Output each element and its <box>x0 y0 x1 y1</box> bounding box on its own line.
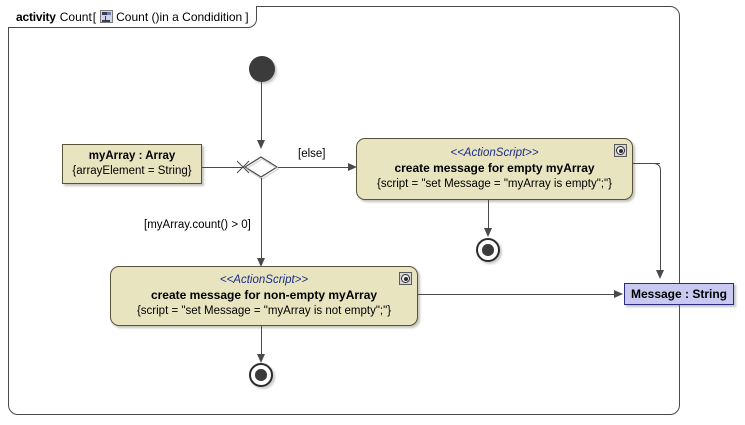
arrowhead-action-nonempty-to-pin <box>614 290 623 298</box>
edge-corner-action-empty <box>653 163 661 172</box>
arrowhead-decision-to-action-empty <box>348 163 357 171</box>
behavior-icon <box>399 272 412 285</box>
initial-node[interactable] <box>249 56 275 82</box>
arrowhead-initial-to-decision <box>257 140 265 149</box>
activity-frame-header: activity Count [ Count ()in a Condiditio… <box>8 6 257 28</box>
guard-label-count: [myArray.count() > 0] <box>144 219 251 231</box>
edge-action-empty-to-final <box>488 200 489 232</box>
action-script: {script = "set Message = "myArray is not… <box>136 305 392 317</box>
guard-label-else: [else] <box>298 148 326 160</box>
action-node-empty-myarray[interactable]: <<ActionScript>> create message for empt… <box>356 138 633 200</box>
arrowhead-action-empty-to-pin <box>656 270 664 279</box>
arrowhead-action-empty-to-final <box>484 228 492 237</box>
activity-frame <box>8 6 680 415</box>
object-node-property: {arrayElement = String} <box>72 165 192 177</box>
edge-initial-to-decision <box>261 82 262 144</box>
action-name: create message for non-empty myArray <box>150 288 378 302</box>
diagram-icon <box>100 10 114 23</box>
activity-final-top[interactable] <box>476 238 500 262</box>
behavior-icon <box>614 144 627 157</box>
object-node-myarray[interactable]: myArray : Array {arrayElement = String} <box>62 144 202 184</box>
action-name: create message for empty myArray <box>394 161 595 175</box>
frame-bracket-close: ] <box>245 9 249 24</box>
edge-myarray-to-decision <box>202 167 244 168</box>
edge-decision-to-action-empty <box>278 167 352 168</box>
frame-bracket-open: [ <box>92 9 97 24</box>
edge-action-nonempty-to-pin <box>418 294 620 295</box>
action-stereotype: <<ActionScript>> <box>450 147 539 159</box>
arrowhead-decision-to-action-nonempty <box>257 258 265 267</box>
object-node-message-label: Message : String <box>630 287 728 301</box>
object-node-title: myArray : Array <box>88 150 176 162</box>
frame-inner-label: Count ()in a Condidition <box>116 9 243 24</box>
object-node-message[interactable]: Message : String <box>624 283 734 305</box>
frame-keyword: activity <box>16 9 56 24</box>
decision-node[interactable] <box>243 156 280 180</box>
edge-action-empty-to-pin-v <box>660 170 661 274</box>
action-script: {script = "set Message = "myArray is emp… <box>377 178 612 190</box>
action-stereotype: <<ActionScript>> <box>219 274 309 286</box>
arrowhead-action-nonempty-to-final <box>257 354 265 363</box>
edge-action-empty-to-pin-h <box>633 163 660 164</box>
edge-action-nonempty-to-final <box>261 326 262 358</box>
activity-final-bottom[interactable] <box>249 363 273 387</box>
edge-decision-to-action-nonempty <box>261 178 262 264</box>
action-node-non-empty-myarray[interactable]: <<ActionScript>> create message for non-… <box>110 266 418 326</box>
frame-name: Count <box>59 9 92 24</box>
